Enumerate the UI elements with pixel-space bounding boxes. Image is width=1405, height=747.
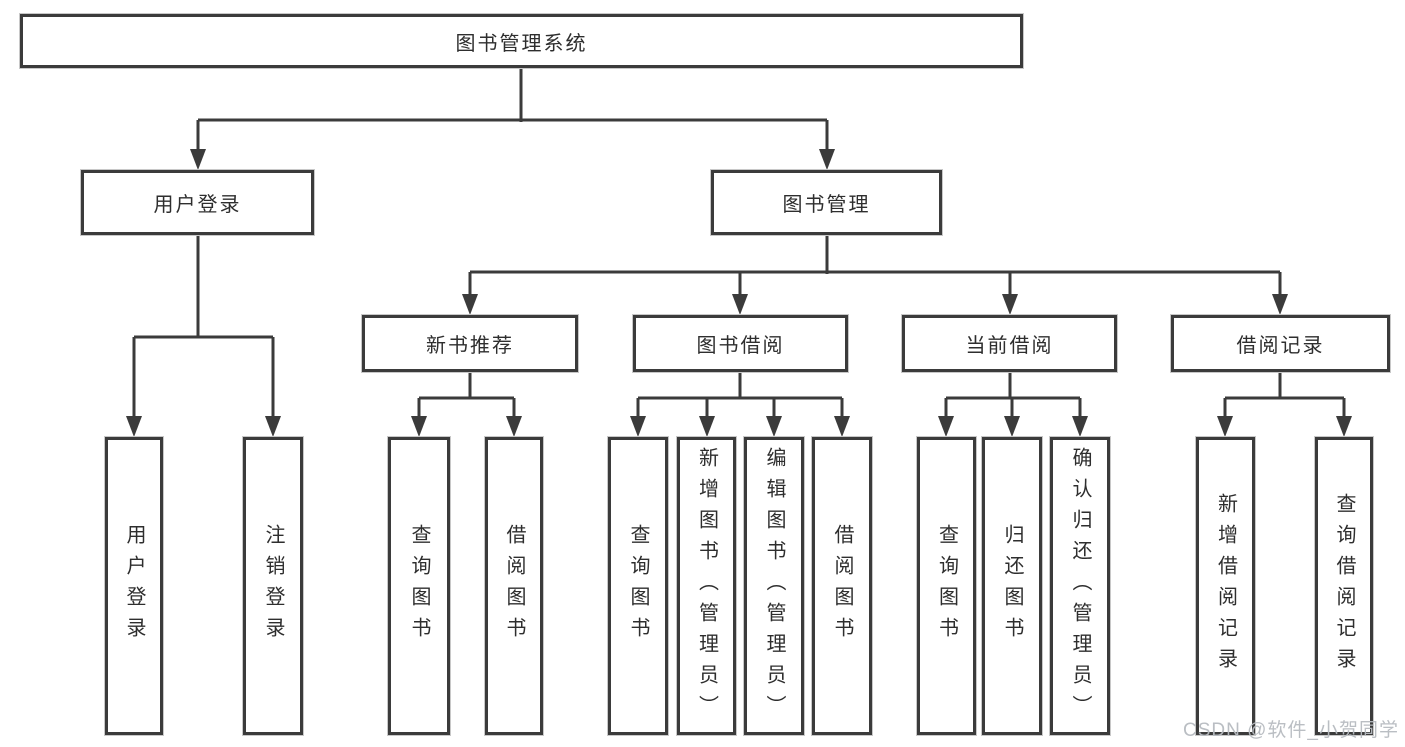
connector-path <box>132 68 1346 420</box>
leaf-user-login-label: 用户登录 <box>123 524 145 648</box>
leaf-query-books-current-label: 查询图书 <box>935 524 958 648</box>
leaf-query-books-newrec: 查询图书 <box>388 437 450 735</box>
node-user-login-label: 用户登录 <box>153 194 242 216</box>
leaf-query-borrow-record-label: 查询借阅记录 <box>1333 493 1355 679</box>
leaf-edit-book-admin: 编辑图书（管理员） <box>744 437 804 735</box>
leaf-query-borrow-record: 查询借阅记录 <box>1315 437 1373 735</box>
node-borrow-records: 借阅记录 <box>1171 315 1390 372</box>
leaf-query-books-borrow-label: 查询图书 <box>627 524 649 648</box>
leaf-borrow-books: 借阅图书 <box>812 437 872 735</box>
leaf-logout: 注销登录 <box>243 437 303 735</box>
leaf-logout-label: 注销登录 <box>262 524 284 648</box>
node-new-book-recommend-label: 新书推荐 <box>426 335 514 357</box>
connector-arrowheads <box>126 149 1352 437</box>
leaf-edit-book-admin-label: 编辑图书（管理员） <box>763 446 785 726</box>
leaf-add-book-admin: 新增图书（管理员） <box>677 437 736 735</box>
node-current-borrow-label: 当前借阅 <box>965 335 1054 357</box>
leaf-add-borrow-record: 新增借阅记录 <box>1196 437 1255 735</box>
leaf-confirm-return-admin-label: 确认归还（管理员） <box>1069 446 1091 726</box>
leaf-return-books: 归还图书 <box>982 437 1042 735</box>
node-new-book-recommend: 新书推荐 <box>362 315 578 372</box>
node-root: 图书管理系统 <box>20 14 1023 68</box>
node-borrow-records-label: 借阅记录 <box>1236 335 1325 357</box>
node-user-login: 用户登录 <box>81 170 314 235</box>
leaf-query-books-newrec-label: 查询图书 <box>408 524 430 648</box>
node-book-borrow-label: 图书借阅 <box>696 335 785 357</box>
leaf-confirm-return-admin: 确认归还（管理员） <box>1050 437 1110 735</box>
leaf-borrow-books-newrec-label: 借阅图书 <box>503 524 525 648</box>
node-book-management: 图书管理 <box>711 170 942 235</box>
leaf-query-books-current: 查询图书 <box>917 437 976 735</box>
leaf-borrow-books-label: 借阅图书 <box>831 524 853 648</box>
leaf-user-login: 用户登录 <box>105 437 163 735</box>
node-current-borrow: 当前借阅 <box>902 315 1117 372</box>
leaf-borrow-books-newrec: 借阅图书 <box>485 437 543 735</box>
leaf-add-book-admin-label: 新增图书（管理员） <box>695 446 718 726</box>
node-book-management-label: 图书管理 <box>782 194 871 216</box>
watermark: CSDN @软件_小贺同学 <box>1183 720 1399 741</box>
node-book-borrow: 图书借阅 <box>633 315 848 372</box>
leaf-query-books-borrow: 查询图书 <box>608 437 668 735</box>
leaf-add-borrow-record-label: 新增借阅记录 <box>1214 493 1237 679</box>
node-root-label: 图书管理系统 <box>455 32 588 55</box>
leaf-return-books-label: 归还图书 <box>1001 524 1023 648</box>
